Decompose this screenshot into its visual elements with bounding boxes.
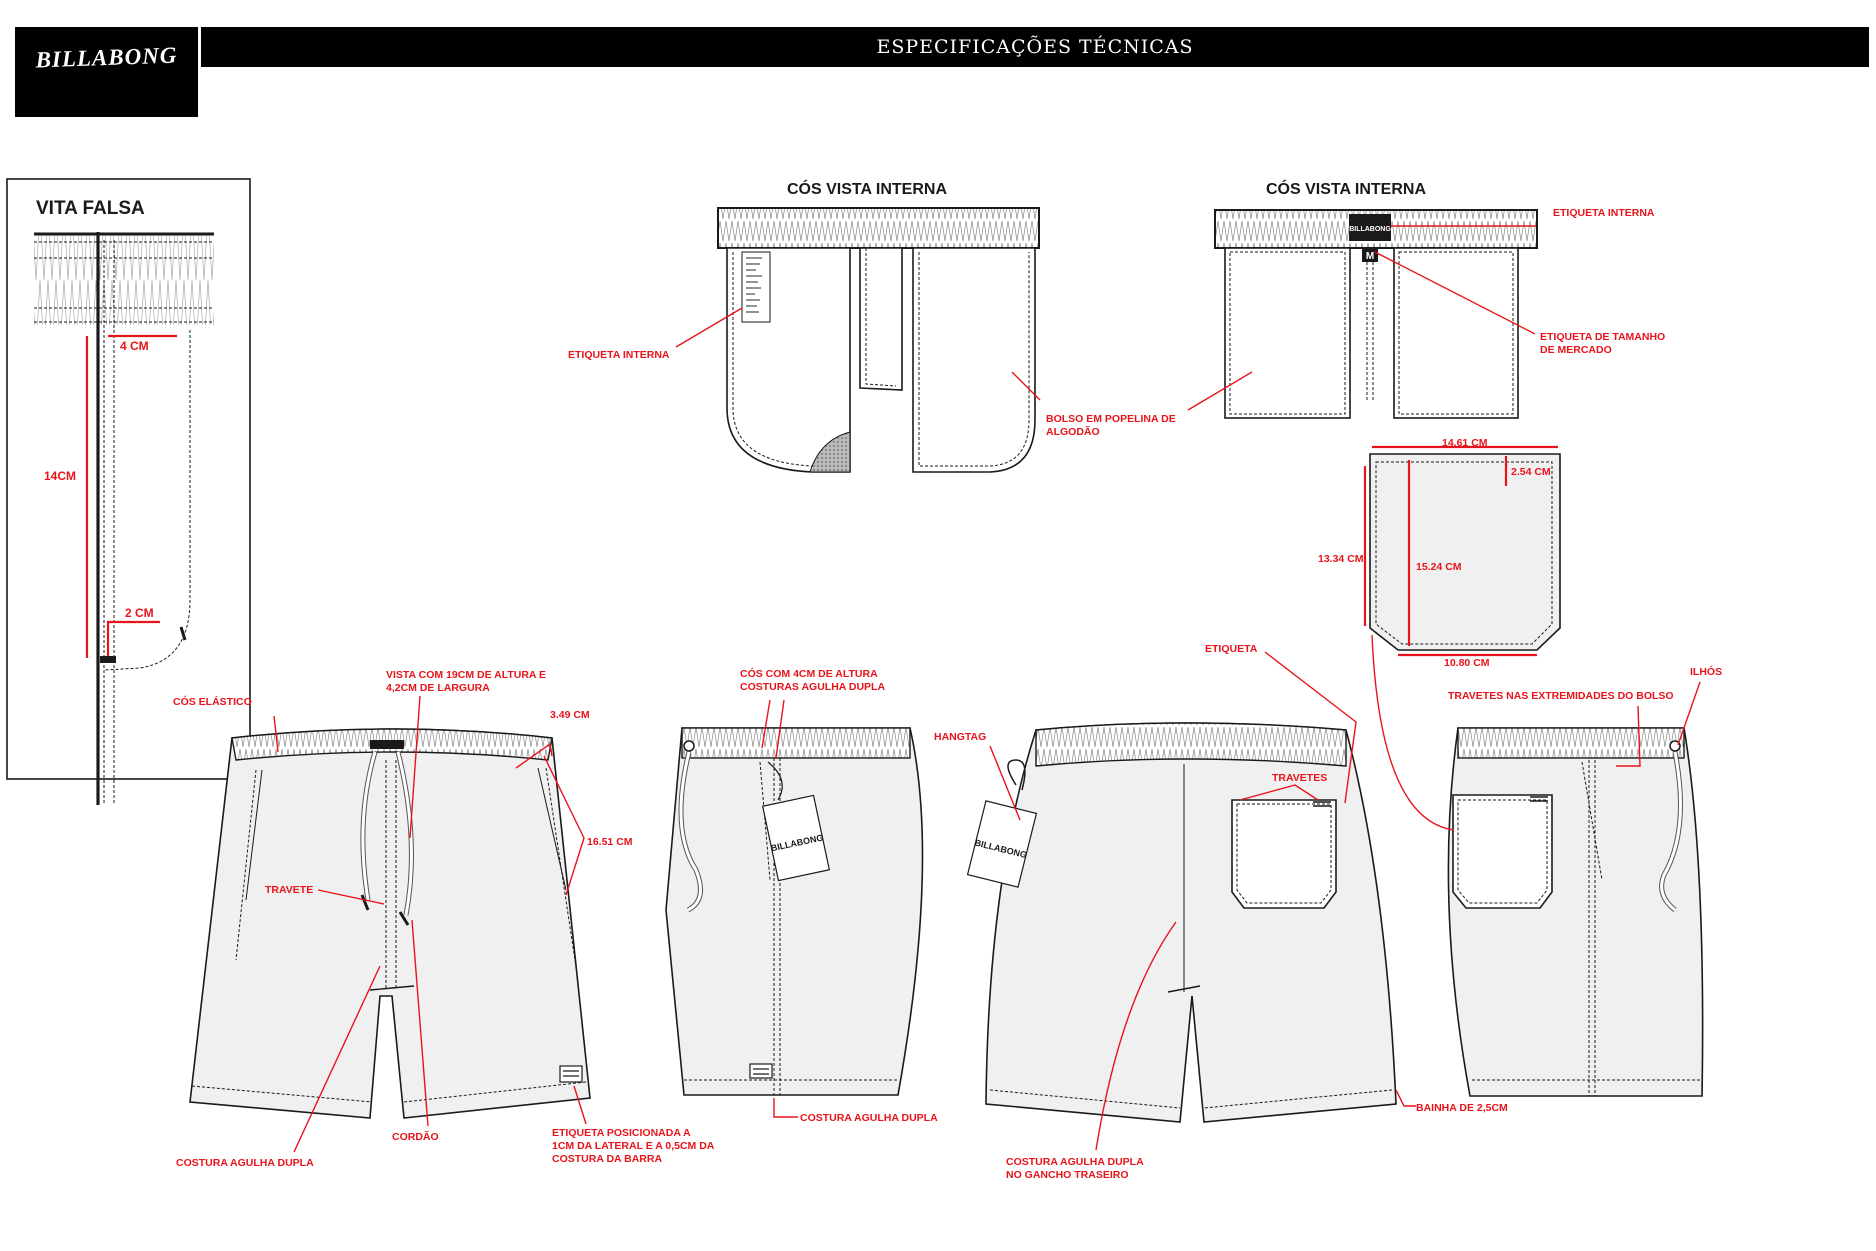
- label-cos-4cm-2: COSTURAS AGULHA DUPLA: [740, 681, 885, 693]
- label-costura-gancho-1: COSTURA AGULHA DUPLA: [1006, 1156, 1144, 1168]
- vita-falsa-panel: VITA FALSA 4 CM 14CM 2 CM: [6, 178, 251, 805]
- vita-curve-label: 2 CM: [125, 606, 154, 620]
- label-travetes: TRAVETES: [1272, 772, 1327, 784]
- label-etiqueta: ETIQUETA: [1205, 643, 1258, 655]
- label-bainha: BAINHA DE 2,5CM: [1416, 1102, 1508, 1114]
- shorts-side-view: BILLABONG CÓS COM 4CM DE ALTURA COSTURAS…: [665, 667, 938, 1124]
- vita-falsa-title: VITA FALSA: [36, 198, 145, 219]
- label-etiqueta-tamanho-2: DE MERCADO: [1540, 344, 1612, 356]
- label-bolso-popelina-2: ALGODÃO: [1046, 425, 1100, 438]
- label-vista-2: 4,2CM DE LARGURA: [386, 682, 490, 694]
- label-etiqueta-interna-right: ETIQUETA INTERNA: [1553, 207, 1655, 219]
- cos-interna-2-title: CÓS VISTA INTERNA: [1266, 179, 1426, 198]
- brand-logo: BILLABONG: [15, 27, 198, 117]
- label-costura-gancho-2: NO GANCHO TRASEIRO: [1006, 1169, 1129, 1181]
- pocket-detail: 14.61 CM 2.54 CM 13.34 CM 15.24 CM 10.80…: [1318, 437, 1561, 669]
- hangtag-side: BILLABONG: [761, 794, 831, 882]
- label-travete: TRAVETE: [265, 884, 313, 896]
- label-bolso-popelina-1: BOLSO EM POPELINA DE: [1046, 413, 1176, 425]
- internal-brand-label: [1349, 214, 1391, 241]
- vita-width-label: 4 CM: [120, 339, 149, 353]
- label-cos-elastico: CÓS ELÁSTICO: [173, 695, 252, 708]
- size-tag-text: M: [1366, 251, 1374, 262]
- label-cos-4cm-1: CÓS COM 4CM DE ALTURA: [740, 667, 878, 680]
- title-bar: ESPECIFICAÇÕES TÉCNICAS: [201, 27, 1869, 67]
- front-pocket-len-label: 16.51 CM: [587, 836, 633, 848]
- label-etiqueta-pos-1: ETIQUETA POSICIONADA A: [552, 1127, 691, 1139]
- waistband-internal-view-2: CÓS VISTA INTERNA BILLABONG M ETIQUETA I…: [1187, 179, 1665, 419]
- waistband-internal-view-1: CÓS VISTA INTERNA ETIQUETA INTERNA BOLSO…: [568, 179, 1176, 473]
- label-cordao: CORDÃO: [392, 1130, 439, 1143]
- label-etiqueta-pos-3: COSTURA DA BARRA: [552, 1153, 662, 1165]
- vita-height-label: 14CM: [44, 469, 76, 483]
- pocket-height-label: 15.24 CM: [1416, 561, 1462, 573]
- label-etiqueta-tamanho-1: ETIQUETA DE TAMANHO: [1540, 331, 1665, 343]
- cos-interna-1-title: CÓS VISTA INTERNA: [787, 179, 947, 198]
- svg-text:BILLABONG: BILLABONG: [1349, 226, 1391, 233]
- label-etiqueta-interna-left: ETIQUETA INTERNA: [568, 349, 670, 361]
- hangtag-back: BILLABONG: [966, 800, 1038, 888]
- shorts-front-view: CÓS ELÁSTICO VISTA COM 19CM DE ALTURA E …: [173, 669, 715, 1169]
- pocket-flap-label: 2.54 CM: [1511, 466, 1551, 478]
- page-title: ESPECIFICAÇÕES TÉCNICAS: [876, 36, 1194, 58]
- pocket-top-label: 14.61 CM: [1442, 437, 1488, 449]
- label-ilhos: ILHÓS: [1690, 665, 1722, 678]
- shorts-back-view-2: TRAVETES NAS EXTREMIDADES DO BOLSO ILHÓS: [1371, 634, 1722, 1097]
- label-costura-dupla-front: COSTURA AGULHA DUPLA: [176, 1157, 314, 1169]
- shorts-back-view: BILLABONG HANGTAG TRAVETES ETIQUETA COST…: [934, 643, 1508, 1181]
- label-vista-1: VISTA COM 19CM DE ALTURA E: [386, 669, 546, 681]
- label-travetes-bolso: TRAVETES NAS EXTREMIDADES DO BOLSO: [1448, 690, 1674, 702]
- label-etiqueta-pos-2: 1CM DA LATERAL E A 0,5CM DA: [552, 1140, 715, 1152]
- label-costura-dupla-side: COSTURA AGULHA DUPLA: [800, 1112, 938, 1124]
- pocket-side-label: 13.34 CM: [1318, 553, 1364, 565]
- vita-ribbing: [34, 235, 214, 325]
- label-hangtag: HANGTAG: [934, 731, 986, 743]
- size-tag: [1362, 248, 1378, 262]
- pocket-bottom-label: 10.80 CM: [1444, 657, 1490, 669]
- front-pocket-open-label: 3.49 CM: [550, 709, 590, 721]
